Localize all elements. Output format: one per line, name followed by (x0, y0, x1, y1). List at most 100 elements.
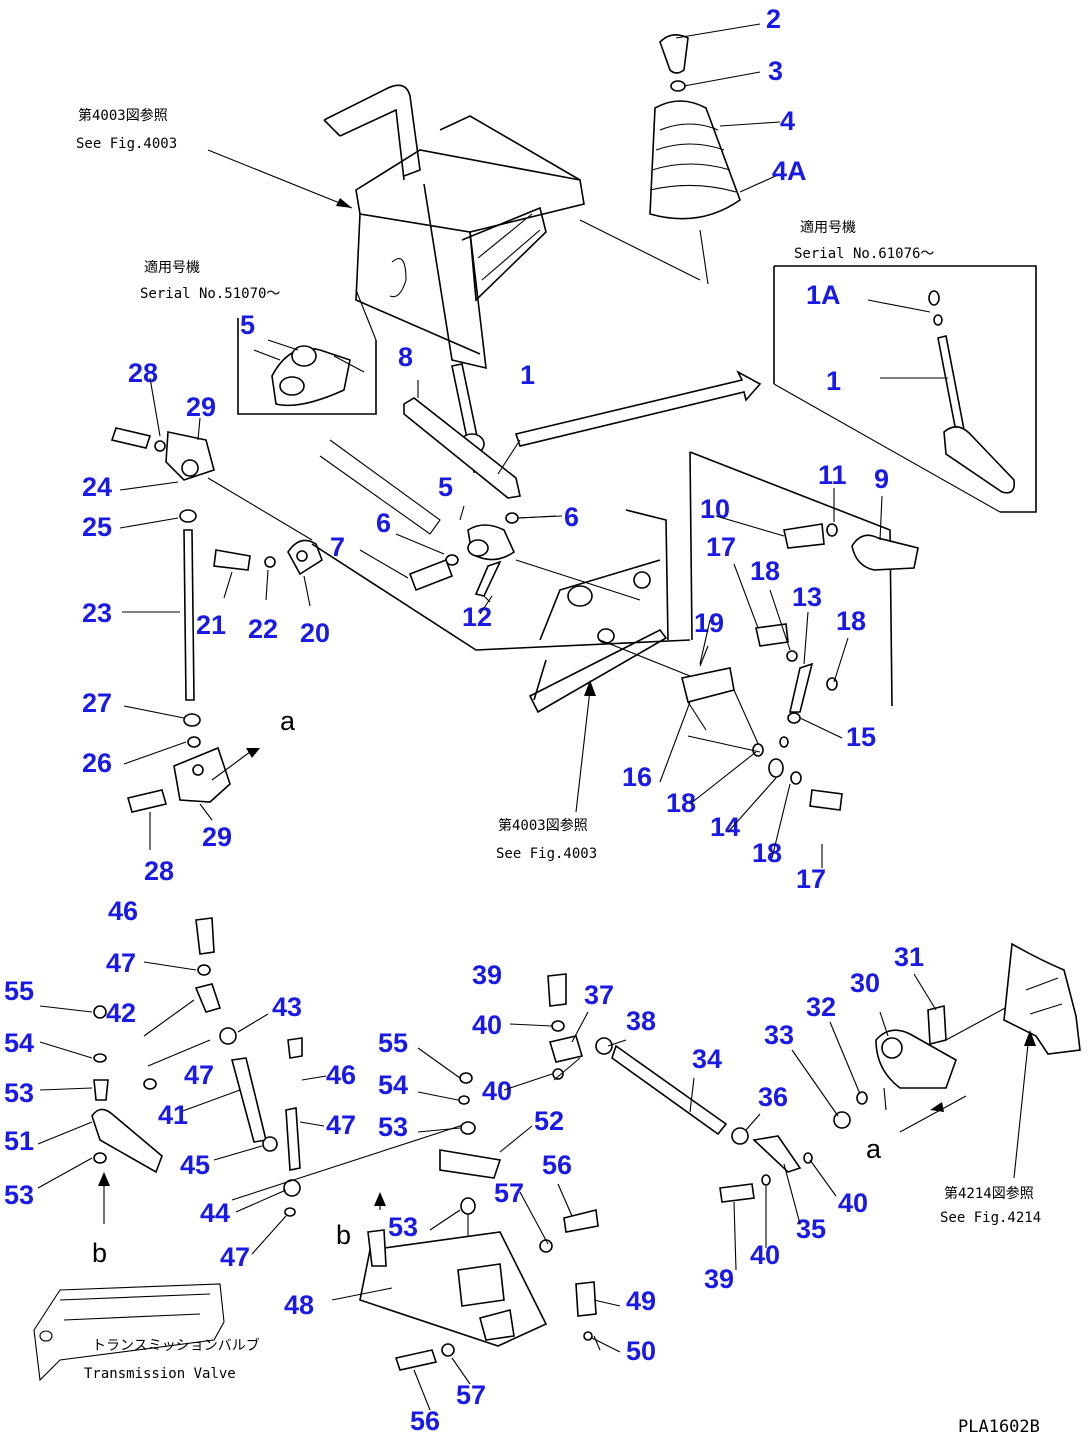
callout-16: 16 (622, 762, 652, 792)
ref-b-left: b (92, 1238, 107, 1268)
pin-group (213, 539, 691, 651)
callout-47-c: 47 (326, 1110, 356, 1140)
note-valve-en: Transmission Valve (84, 1366, 236, 1382)
callout-3: 3 (768, 56, 783, 86)
callout-46-left: 46 (108, 896, 138, 926)
callout-31: 31 (894, 942, 924, 972)
ref-b-mid: b (336, 1220, 351, 1250)
lower-right-group (833, 942, 1081, 1179)
callout-5: 5 (438, 472, 453, 502)
callout-27: 27 (82, 688, 112, 718)
callout-1: 1 (520, 360, 535, 390)
callout-28-bottom: 28 (144, 856, 174, 886)
leader-lines (37, 349, 937, 1411)
callout-35: 35 (796, 1214, 826, 1244)
callout-18-d: 18 (752, 838, 782, 868)
callout-53-d: 53 (388, 1212, 418, 1242)
mid-bracket (528, 509, 761, 813)
note-fig4003-mid-en: See Fig.4003 (496, 846, 597, 862)
note-fig4003-top-jp: 第4003図参照 (78, 107, 168, 124)
note-fig4003-top-en: See Fig.4003 (76, 136, 177, 152)
callout-9: 9 (874, 464, 889, 494)
callout-1a: 1A (806, 280, 841, 310)
callout-54-mid: 54 (378, 1070, 408, 1100)
callout-29-top: 29 (186, 392, 216, 422)
callout-21: 21 (196, 610, 226, 640)
callout-37: 37 (584, 980, 614, 1010)
callout-20: 20 (300, 618, 330, 648)
callout-36: 36 (758, 1082, 788, 1112)
callout-57-bottom: 57 (456, 1380, 486, 1410)
callout-13: 13 (792, 582, 822, 612)
callout-10: 10 (700, 494, 730, 524)
callout-6-right: 6 (564, 502, 579, 532)
callout-1-inset: 1 (826, 366, 841, 396)
callout-55-left: 55 (4, 976, 34, 1006)
callout-55-mid: 55 (378, 1028, 408, 1058)
callout-15: 15 (846, 722, 876, 752)
callout-23: 23 (82, 598, 112, 628)
callout-44: 44 (200, 1198, 230, 1228)
callout-26: 26 (82, 748, 112, 778)
callout-34: 34 (692, 1044, 722, 1074)
valve-sketch (33, 1283, 225, 1382)
callout-29-bottom: 29 (202, 822, 232, 852)
arrow-to-inset (514, 370, 762, 447)
callout-46-mid: 46 (326, 1060, 356, 1090)
callout-17-top: 17 (706, 532, 736, 562)
callout-57-top: 57 (494, 1178, 524, 1208)
note-fig4214-jp: 第4214図参照 (944, 1185, 1034, 1202)
callout-48: 48 (284, 1290, 314, 1320)
callout-41: 41 (158, 1100, 188, 1130)
callout-12: 12 (462, 602, 492, 632)
note-serial-left-jp: 適用号機 (144, 259, 200, 276)
callout-25: 25 (82, 512, 112, 542)
callout-40-c: 40 (750, 1240, 780, 1270)
callout-47-a: 47 (106, 948, 136, 978)
drawing-code: PLA1602B (958, 1417, 1040, 1437)
callout-18-b: 18 (836, 606, 866, 636)
note-valve-jp: トランスミッションバルブ (92, 1337, 260, 1354)
lever-bracket (207, 84, 701, 370)
center-lever (319, 363, 641, 603)
right-linkage (687, 451, 919, 811)
lower-center-group (359, 973, 813, 1371)
callout-39-top: 39 (472, 960, 502, 990)
left-rod (110, 427, 313, 813)
callout-7: 7 (330, 532, 345, 562)
lower-left-group (91, 917, 467, 1224)
callout-4: 4 (780, 106, 795, 136)
callout-24: 24 (82, 472, 112, 502)
callout-30: 30 (850, 968, 880, 998)
note-fig4003-mid-jp: 第4003図参照 (498, 817, 588, 834)
callout-56-top: 56 (542, 1150, 572, 1180)
ref-a-left: a (280, 706, 296, 736)
callout-52: 52 (534, 1106, 564, 1136)
callout-42: 42 (106, 998, 136, 1028)
callout-17-bottom: 17 (796, 864, 826, 894)
callout-45: 45 (180, 1150, 210, 1180)
callout-40-b: 40 (482, 1076, 512, 1106)
callout-32: 32 (806, 992, 836, 1022)
callout-47-d: 47 (220, 1242, 250, 1272)
callout-28-top: 28 (128, 358, 158, 388)
callout-56-bottom: 56 (410, 1406, 440, 1436)
note-fig4214-en: See Fig.4214 (940, 1210, 1041, 1226)
callout-18-a: 18 (750, 556, 780, 586)
callout-50: 50 (626, 1336, 656, 1366)
note-serial-right-jp: 適用号機 (800, 219, 856, 236)
callout-38: 38 (626, 1006, 656, 1036)
callout-8: 8 (398, 342, 413, 372)
callout-54-left: 54 (4, 1028, 34, 1058)
callout-39-bottom: 39 (704, 1264, 734, 1294)
callout-22: 22 (248, 614, 278, 644)
callout-53-c: 53 (378, 1112, 408, 1142)
callout-2: 2 (766, 4, 781, 34)
callout-40-a: 40 (472, 1010, 502, 1040)
callout-49: 49 (626, 1286, 656, 1316)
ref-a-right: a (866, 1134, 882, 1164)
inset-left (237, 289, 377, 415)
callout-51: 51 (4, 1126, 34, 1156)
